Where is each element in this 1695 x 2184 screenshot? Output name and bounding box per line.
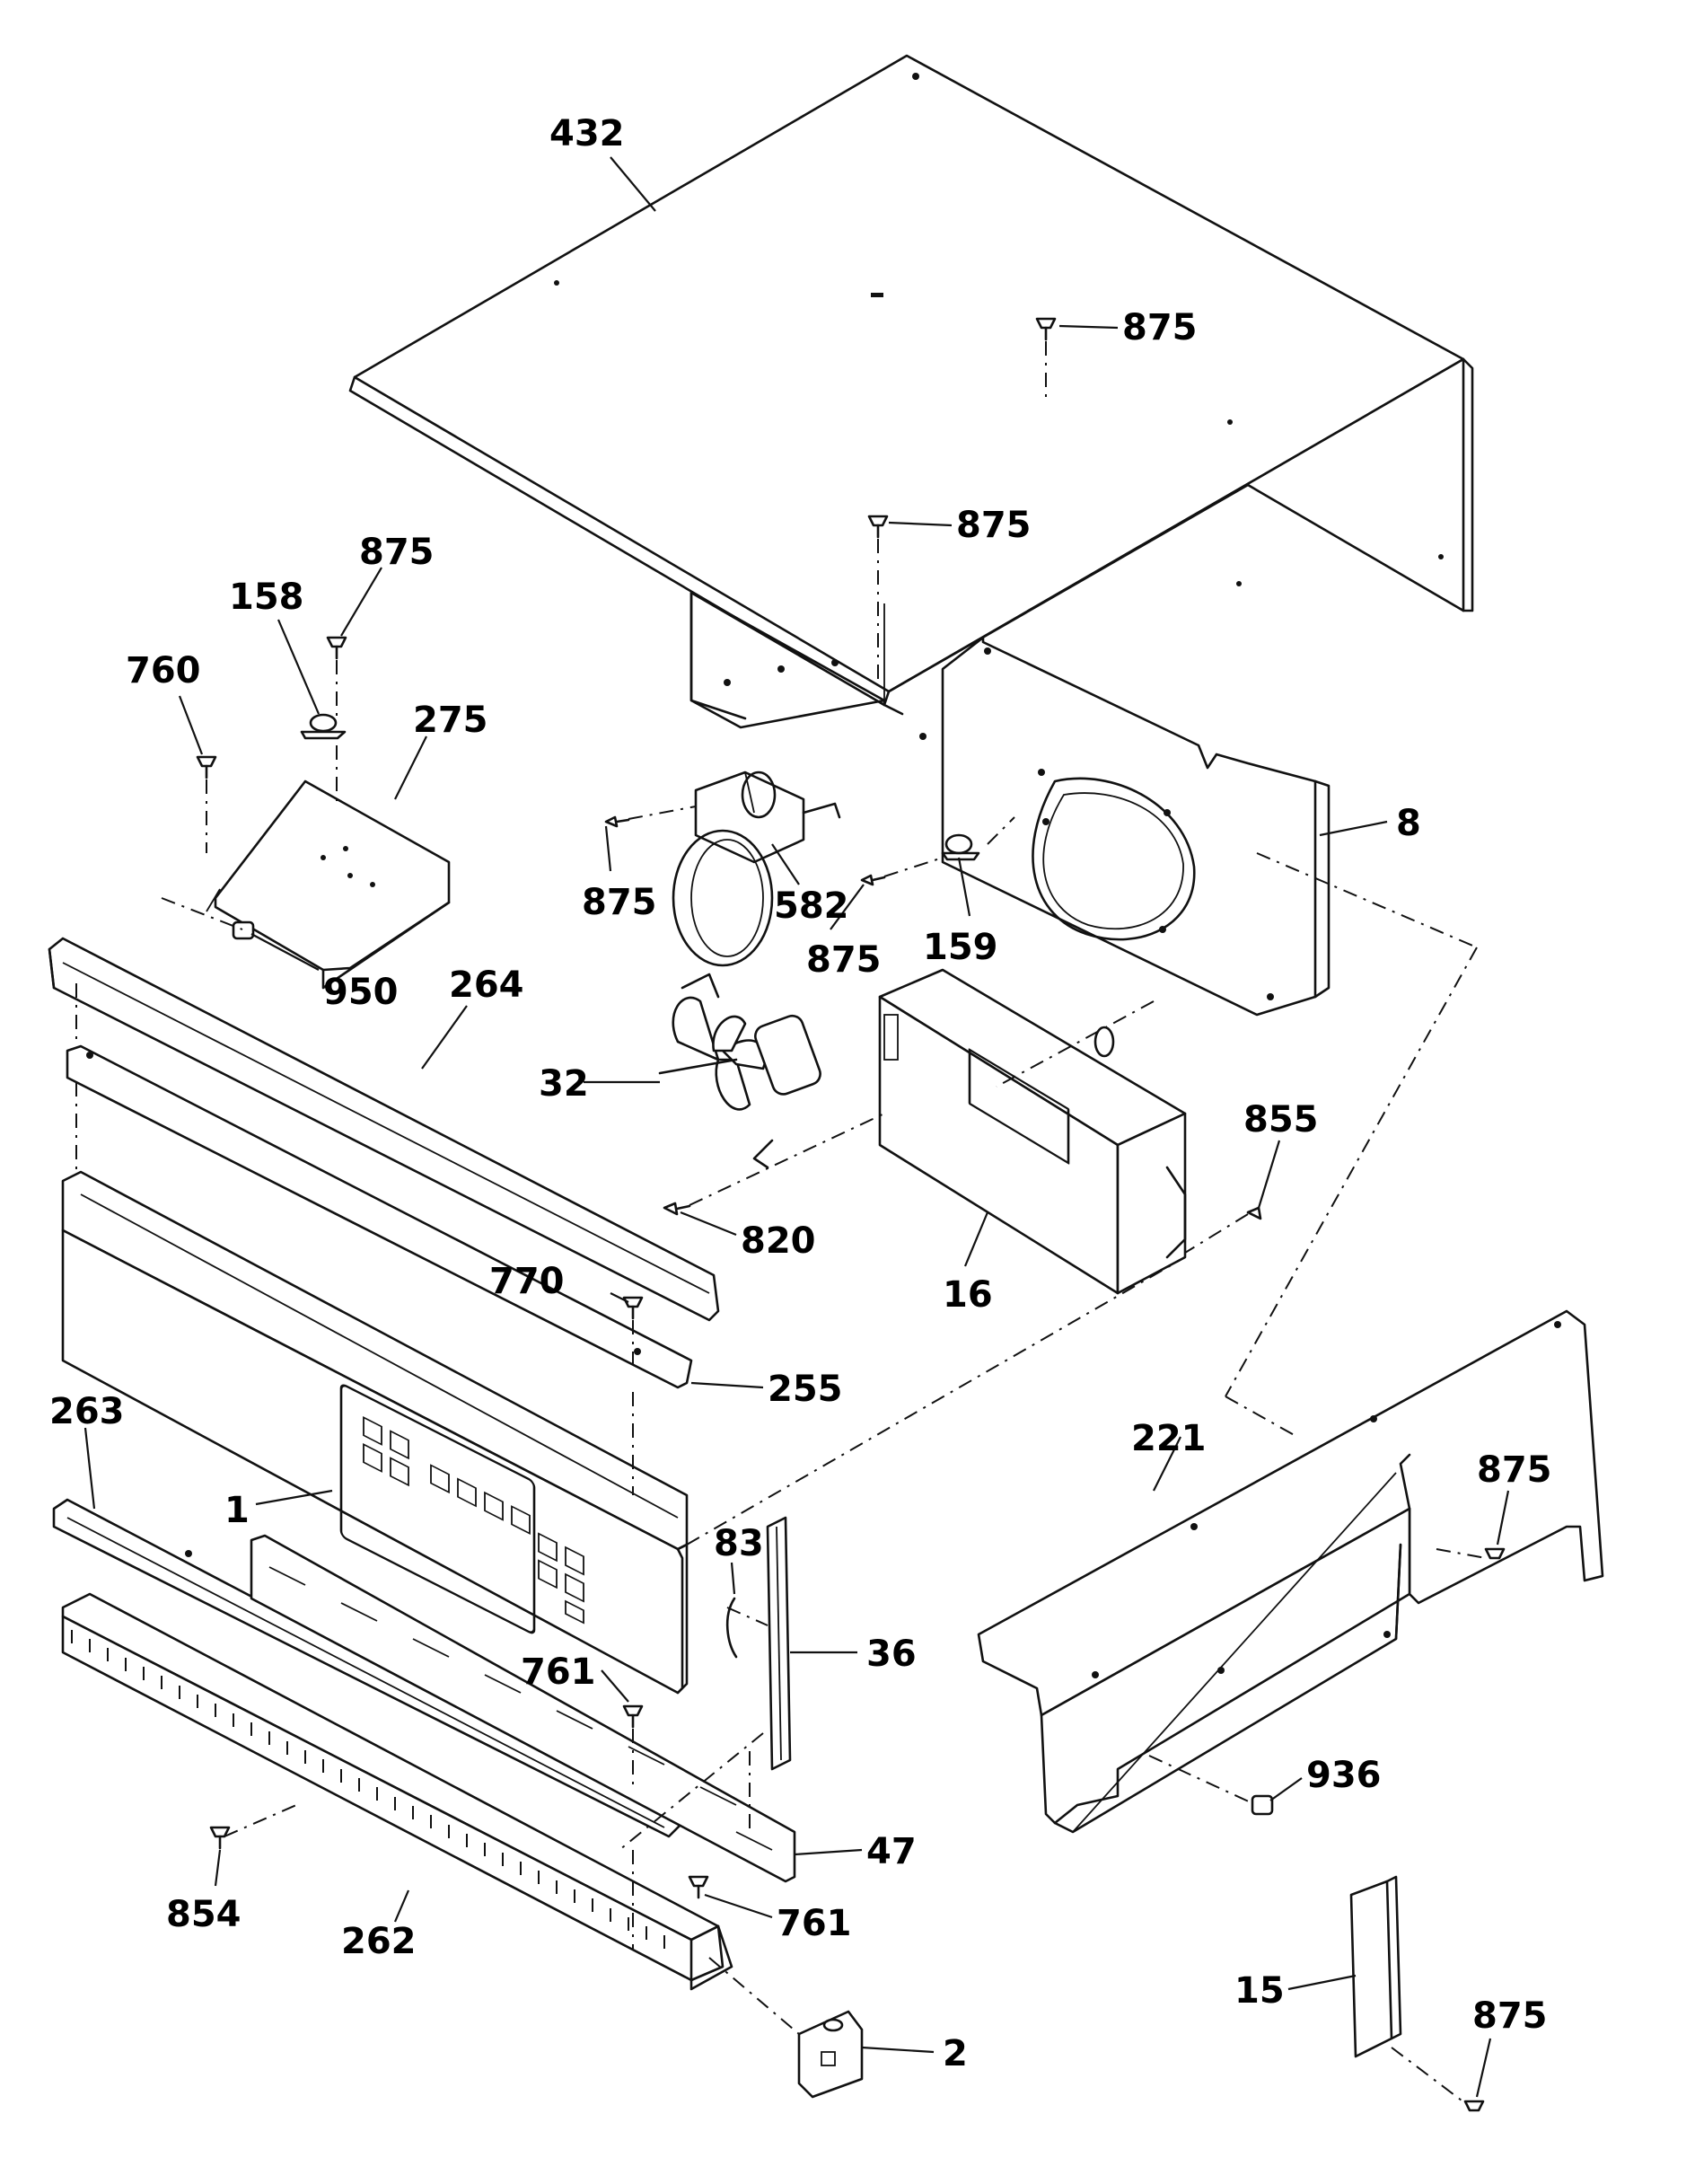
part-2-hinge: [797, 2010, 864, 2099]
callout-275: 275: [413, 700, 488, 741]
callout-158: 158: [229, 577, 304, 618]
part-275-bracket: [206, 779, 451, 990]
screw-855: [1246, 1206, 1262, 1220]
callout-875-top-mid: 875: [956, 505, 1032, 546]
callout-761-lower: 761: [777, 1903, 852, 1944]
screw-820: [663, 1202, 691, 1216]
callout-936: 936: [1306, 1755, 1382, 1796]
part-262-grille: [61, 1592, 733, 1991]
leader-lines: [83, 156, 1510, 2098]
part-36-bracket: [766, 1516, 792, 1771]
screw-761-upper: [622, 1704, 644, 1729]
screw-875-side: [1484, 1547, 1506, 1560]
part-159-thermostat: [941, 833, 980, 861]
callout-262: 262: [341, 1921, 417, 1962]
screw-875-left: [326, 636, 347, 660]
screw-875-motor: [604, 815, 630, 828]
screw-875-159: [860, 874, 886, 886]
callout-875-motor: 875: [582, 882, 657, 923]
part-255-strip: [66, 1044, 693, 1389]
alignment-lines: [75, 341, 1487, 2104]
callout-8: 8: [1396, 803, 1421, 844]
callout-255: 255: [768, 1369, 843, 1410]
callout-labels: 432 875 875 875 158 760 275 875 582 875 …: [49, 113, 1552, 2074]
callout-15: 15: [1234, 1970, 1285, 2012]
screw-854: [209, 1826, 231, 1850]
part-263-trim: [52, 1498, 684, 1838]
callout-2: 2: [943, 2033, 968, 2074]
keypad-buttons: [363, 1415, 584, 1625]
callout-221: 221: [1131, 1418, 1207, 1459]
callout-264: 264: [449, 964, 524, 1006]
part-950-clip: [232, 920, 255, 940]
callout-582: 582: [774, 885, 849, 927]
part-221-side-panel: [977, 1309, 1604, 1834]
callout-36: 36: [866, 1634, 917, 1675]
callout-263: 263: [49, 1391, 125, 1432]
grille-slots: [71, 1630, 665, 1949]
callout-875-159: 875: [806, 939, 882, 981]
part-432-top-cover: [348, 54, 1474, 729]
callout-855: 855: [1243, 1099, 1319, 1140]
callout-950: 950: [323, 972, 399, 1013]
callout-47: 47: [866, 1831, 917, 1872]
part-264-trim: [48, 937, 720, 1322]
callout-820: 820: [741, 1220, 816, 1262]
callout-875-top-right: 875: [1122, 307, 1198, 348]
callout-159: 159: [923, 927, 998, 968]
part-158-thermostat: [300, 713, 347, 740]
part-32-fan: [658, 973, 821, 1169]
screw-760: [196, 755, 217, 779]
callout-875-bottom: 875: [1472, 1995, 1548, 2037]
callout-875-side: 875: [1477, 1449, 1552, 1491]
callout-854: 854: [166, 1894, 242, 1935]
screw-875-bottom: [1463, 2100, 1485, 2112]
callout-16: 16: [943, 1274, 993, 1316]
slot-row: [268, 1566, 773, 1851]
callout-1: 1: [224, 1490, 250, 1531]
callout-432: 432: [549, 113, 625, 154]
part-582-motor: [672, 771, 841, 967]
callout-83: 83: [714, 1523, 764, 1564]
part-1-control-panel: [61, 1170, 689, 1695]
callout-761-upper: 761: [521, 1651, 596, 1693]
callout-875-left: 875: [359, 532, 435, 573]
screw-770: [622, 1296, 644, 1320]
part-47-vent-panel: [250, 1534, 796, 1883]
screw-875-top-right: [1035, 317, 1057, 341]
part-83-seal: [725, 1597, 738, 1659]
part-8-rear-panel: [919, 636, 1331, 1017]
screw-761-lower: [688, 1875, 709, 1899]
part-16-control-module: [878, 968, 1187, 1295]
nut-936: [1251, 1794, 1274, 1816]
part-15-bracket: [1349, 1875, 1402, 2058]
callout-770: 770: [489, 1261, 565, 1302]
callout-32: 32: [539, 1063, 589, 1105]
fasteners: [196, 317, 1506, 2112]
callout-760: 760: [126, 650, 201, 691]
screw-875-top-mid: [867, 515, 889, 539]
